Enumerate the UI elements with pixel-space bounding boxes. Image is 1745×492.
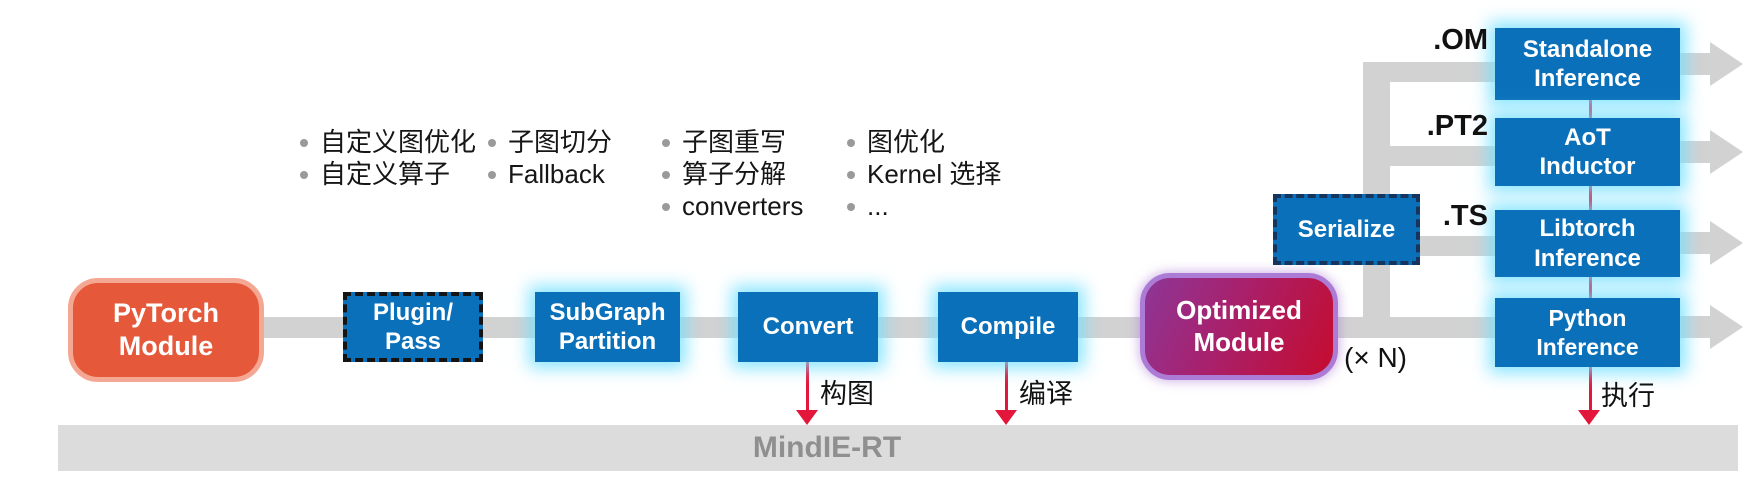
arrow-right-icon: [1710, 42, 1743, 86]
convert-arrow-line: [806, 362, 809, 410]
ts-branch-line: [1420, 236, 1496, 256]
pipeline-node-plugin-pass: Plugin/ Pass: [343, 292, 483, 362]
list-item: 子图重写: [662, 126, 803, 158]
pipeline-node-subgraph-partition: SubGraph Partition: [535, 292, 680, 362]
format-label-ts: .TS: [1442, 200, 1488, 232]
arrow-down-icon: [1578, 410, 1600, 425]
arrow-right-icon: [1710, 221, 1743, 265]
arrow-right-icon: [1710, 130, 1743, 174]
pt2-branch-line: [1363, 146, 1496, 166]
bullet-list-plugin-pass: 自定义图优化 自定义算子: [300, 126, 476, 190]
list-item: 自定义图优化: [300, 126, 476, 158]
pipeline-node-optimized-module: Optimized Module: [1140, 273, 1338, 380]
pipeline-node-serialize: Serialize: [1273, 194, 1420, 265]
times-n-label: (× N): [1344, 342, 1407, 373]
output-node-libtorch-inference: Libtorch Inference: [1495, 210, 1680, 277]
arrow-right-icon: [1676, 316, 1714, 338]
list-item: 算子分解: [662, 158, 803, 190]
format-label-om: .OM: [1433, 24, 1488, 56]
pipeline-node-pytorch-module: PyTorch Module: [68, 278, 264, 382]
list-item: converters: [662, 190, 803, 222]
output-node-python-inference: Python Inference: [1495, 298, 1680, 367]
arrow-down-icon: [796, 410, 818, 425]
arrow-down-icon: [995, 410, 1017, 425]
list-item: 子图切分: [488, 126, 612, 158]
runtime-bar: MindIE-RT: [58, 425, 1738, 471]
arrow-right-icon: [1710, 305, 1743, 349]
action-label-goutu: 构图: [820, 379, 874, 409]
arrow-right-icon: [1676, 141, 1714, 163]
list-item: 自定义算子: [300, 158, 476, 190]
pipeline-node-compile: Compile: [938, 292, 1078, 362]
action-label-bianyi: 编译: [1019, 379, 1073, 409]
pipeline-node-convert: Convert: [738, 292, 878, 362]
action-label-zhixing: 执行: [1601, 381, 1655, 411]
output-node-standalone-inference: Standalone Inference: [1495, 28, 1680, 100]
arrow-right-icon: [1676, 53, 1714, 75]
bullet-list-convert: 子图重写 算子分解 converters: [662, 126, 803, 222]
om-branch-line: [1363, 62, 1496, 82]
output-node-aot-inductor: AoT Inductor: [1495, 118, 1680, 186]
bullet-list-compile: 图优化 Kernel 选择 ...: [847, 126, 1001, 222]
runtime-bar-label: MindIE-RT: [752, 431, 902, 464]
list-item: Fallback: [488, 158, 612, 190]
format-label-pt2: .PT2: [1426, 110, 1488, 142]
list-item: 图优化: [847, 126, 1001, 158]
bullet-list-subgraph: 子图切分 Fallback: [488, 126, 612, 190]
list-item: Kernel 选择: [847, 158, 1001, 190]
compile-arrow-line: [1005, 362, 1008, 410]
list-item: ...: [847, 190, 1001, 222]
arrow-right-icon: [1676, 232, 1714, 254]
